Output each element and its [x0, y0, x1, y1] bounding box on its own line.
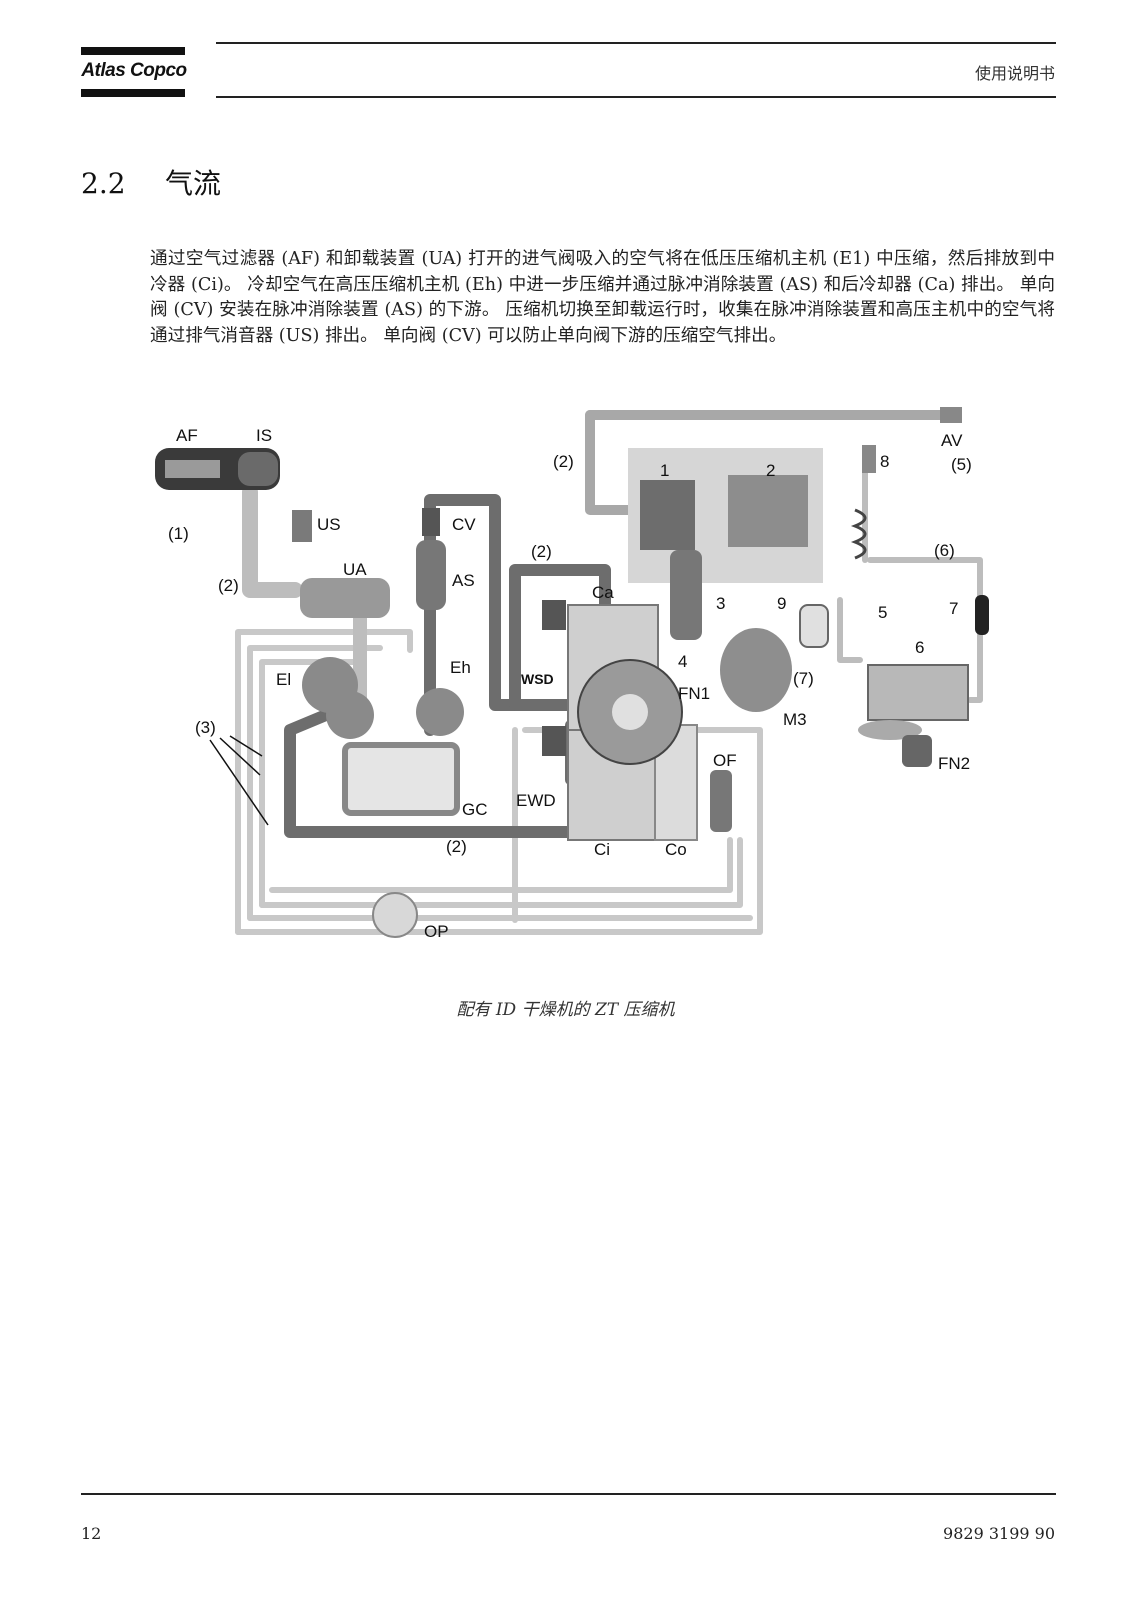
- label-Co: Co: [665, 840, 687, 859]
- airflow-diagram: AF IS US CV UA AS Ca El Eh WSD FN1 EWD G…: [155, 407, 989, 941]
- label-4: 4: [678, 652, 687, 671]
- label-AF: AF: [176, 426, 198, 445]
- label-p2a: (2): [553, 452, 574, 471]
- section-title: 气流: [165, 167, 222, 200]
- label-p7: (7): [793, 669, 814, 688]
- header-rule-top: [216, 42, 1056, 44]
- document-type: 使用说明书: [974, 64, 1055, 83]
- label-AV: AV: [941, 431, 963, 450]
- label-WSD: WSD: [521, 671, 554, 687]
- body-paragraph: 通过空气过滤器 (AF) 和卸载装置 (UA) 打开的进气阀吸入的空气将在低压压…: [150, 249, 1055, 346]
- label-FN2: FN2: [938, 754, 970, 773]
- label-p2b: (2): [218, 576, 239, 595]
- atlas-copco-logo: Atlas Copco: [81, 60, 187, 81]
- footer-rule: [81, 1493, 1056, 1495]
- label-AS: AS: [452, 571, 475, 590]
- label-p2c: (2): [531, 542, 552, 561]
- label-1: 1: [660, 461, 669, 480]
- page-number: 12: [81, 1524, 102, 1543]
- label-p1: (1): [168, 524, 189, 543]
- logo-bar-top: [81, 47, 185, 55]
- label-UA: UA: [343, 560, 367, 579]
- document-number: 9829 3199 90: [943, 1524, 1055, 1543]
- section-number: 2.2: [81, 167, 126, 200]
- label-p3: (3): [195, 718, 216, 737]
- label-p2d: (2): [446, 837, 467, 856]
- label-p5: (5): [951, 455, 972, 474]
- header-rule-bottom: [216, 96, 1056, 98]
- label-6: 6: [915, 638, 924, 657]
- label-OP: OP: [424, 922, 449, 941]
- label-M3: M3: [783, 710, 807, 729]
- figure-caption: 配有 ID 干燥机的 ZT 压缩机: [456, 1000, 675, 1020]
- label-3: 3: [716, 594, 725, 613]
- label-El: El: [276, 670, 291, 689]
- label-Ci: Ci: [594, 840, 610, 859]
- label-9: 9: [777, 594, 786, 613]
- label-Ca: Ca: [592, 583, 614, 602]
- logo-bar-bottom: [81, 89, 185, 97]
- label-IS: IS: [256, 426, 272, 445]
- label-GC: GC: [462, 800, 488, 819]
- label-OF: OF: [713, 751, 737, 770]
- label-p6: (6): [934, 541, 955, 560]
- label-2: 2: [766, 461, 775, 480]
- label-7: 7: [949, 599, 958, 618]
- label-FN1: FN1: [678, 684, 710, 703]
- label-5: 5: [878, 603, 887, 622]
- label-8: 8: [880, 452, 889, 471]
- label-US: US: [317, 515, 341, 534]
- label-CV: CV: [452, 515, 476, 534]
- label-EWD: EWD: [516, 791, 556, 810]
- section-heading: 2.2 气流: [81, 162, 221, 202]
- label-Eh: Eh: [450, 658, 471, 677]
